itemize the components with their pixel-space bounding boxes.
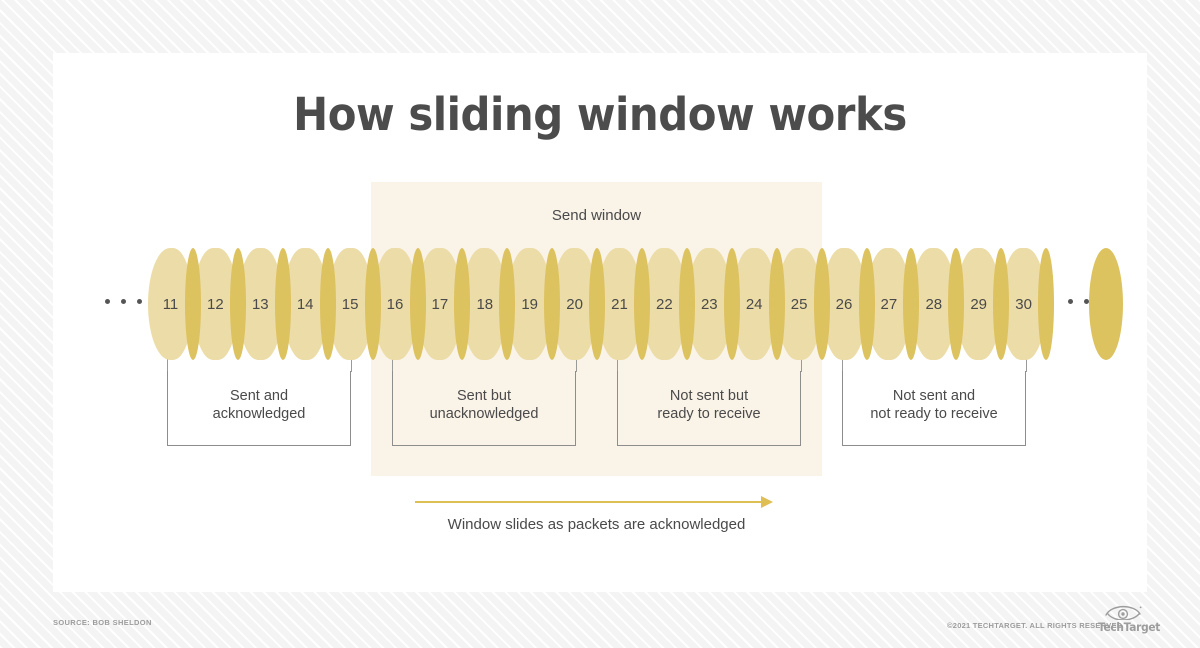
bracket-tick	[1026, 353, 1027, 372]
packet-number: 26	[835, 295, 853, 313]
packet-segment-edge	[903, 248, 920, 360]
bracket-label-line1: Sent and	[229, 388, 289, 404]
dot-icon	[137, 299, 142, 304]
packet-number: 20	[566, 295, 583, 313]
packet-segment-edge	[723, 248, 740, 360]
packet-segment: 23	[686, 248, 740, 360]
packet-segment-edge	[1038, 248, 1055, 360]
packet-number: 14	[296, 295, 314, 313]
packet-segment-edge	[499, 248, 516, 360]
packet-segment-edge	[229, 248, 246, 360]
leading-ellipsis-icon	[105, 299, 142, 304]
bracket-label-text: Not sent but ready to receive	[618, 387, 800, 423]
packet-number: 29	[970, 295, 988, 313]
packet-segment-edge	[185, 248, 201, 360]
packet-number: 17	[431, 295, 449, 313]
bracket-label-line2: acknowledged	[212, 406, 306, 422]
packet-number: 22	[656, 295, 673, 313]
packet-number: 25	[790, 295, 808, 313]
packet-segment-edge	[589, 248, 606, 360]
packet-number: 11	[162, 295, 179, 313]
bracket-label-box: Sent but unacknowledged	[392, 371, 576, 446]
slide-arrow-head-icon	[761, 496, 773, 508]
bracket-label-text: Not sent and not ready to receive	[843, 387, 1025, 423]
bracket-label-line1: Not sent and	[892, 388, 976, 404]
packet-segment-edge	[274, 248, 291, 360]
packet-segment-edge	[813, 248, 830, 360]
packet-segment-edge	[768, 248, 785, 360]
bracket-tick	[576, 353, 577, 372]
bracket-tick	[351, 353, 352, 372]
bracket-tick	[392, 353, 393, 372]
dot-icon	[121, 299, 126, 304]
packet-segment-edge	[319, 248, 336, 360]
packet-segment-edge	[409, 248, 426, 360]
packet-segment-edge	[634, 248, 650, 360]
packet-segment: 22	[641, 248, 695, 360]
packet-number: 27	[880, 295, 898, 313]
dot-icon	[1084, 299, 1089, 304]
packet-number: 13	[251, 295, 269, 313]
bracket-tick	[167, 353, 168, 372]
bracket-tick	[801, 353, 802, 372]
packet-number: 24	[745, 295, 763, 313]
send-window-label: Send window	[551, 207, 642, 224]
packet-number: 19	[521, 295, 539, 313]
techtarget-wordmark: TechTarget	[1098, 620, 1161, 634]
bracket-label-box: Not sent but ready to receive	[617, 371, 801, 446]
packet-number: 16	[386, 295, 404, 313]
bracket-label-box: Not sent and not ready to receive	[842, 371, 1026, 446]
packet-sequence-tube: 11 12 13 14 15 16 17 18 19 20 21 22 23 24 25 26 27 28 29 30	[148, 248, 1123, 360]
packet-number: 21	[611, 295, 628, 313]
tube-end-cap	[1089, 248, 1123, 360]
bracket-label-line2: ready to receive	[657, 406, 761, 422]
copyright-notice: ©2021 TECHTARGET. ALL RIGHTS RESERVED	[947, 621, 1123, 630]
eye-icon	[1105, 605, 1142, 620]
source-credit: SOURCE: BOB SHELDON	[53, 618, 152, 627]
packet-segment-edge	[678, 248, 695, 360]
bracket-label-line2: unacknowledged	[429, 406, 539, 422]
packet-segment-edge	[858, 248, 875, 360]
packet-number: 28	[925, 295, 943, 313]
packet-segment: 18	[462, 248, 516, 360]
bracket-label-text: Sent but unacknowledged	[393, 387, 575, 423]
bracket-label-line2: not ready to receive	[870, 406, 998, 422]
packet-segment-edge	[948, 248, 965, 360]
bracket-label-line1: Sent but	[456, 388, 511, 404]
page-title: How sliding window works	[293, 88, 907, 141]
packet-number: 15	[341, 295, 359, 313]
bracket-tick	[617, 353, 618, 372]
bracket-tick	[842, 353, 843, 372]
packet-number: 18	[476, 295, 494, 313]
bracket-label-line1: Not sent but	[669, 388, 749, 404]
packet-segment-edge	[544, 248, 561, 360]
packet-number: 30	[1015, 295, 1032, 313]
packet-segment-edge	[454, 248, 471, 360]
bracket-label-box: Sent and acknowledged	[167, 371, 351, 446]
dot-icon	[1068, 299, 1073, 304]
packet-segment: 25	[776, 248, 830, 360]
slide-arrow-line	[415, 501, 763, 503]
packet-number: 23	[700, 295, 718, 313]
slide-caption: Window slides as packets are acknowledge…	[447, 516, 746, 533]
packet-segment: 11	[148, 248, 201, 360]
packet-segment-edge	[993, 248, 1010, 360]
bracket-label-text: Sent and acknowledged	[168, 387, 350, 423]
packet-segment-edge	[364, 248, 381, 360]
dot-icon	[105, 299, 110, 304]
techtarget-logo: TechTarget	[1098, 603, 1160, 635]
packet-number: 12	[207, 295, 224, 313]
